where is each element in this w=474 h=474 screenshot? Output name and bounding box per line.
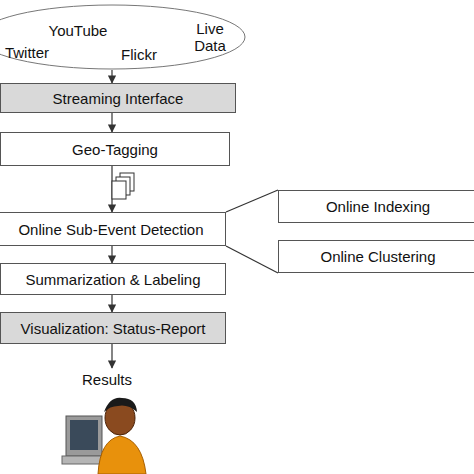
source-ellipse: Twitter YouTubeFlickr Live Data bbox=[0, 4, 246, 70]
subprocess-box: Online Clustering bbox=[278, 240, 474, 273]
box-label: Visualization: Status-Report bbox=[21, 320, 206, 337]
flow-connector bbox=[111, 70, 112, 83]
box-label: Online Sub-Event Detection bbox=[18, 221, 203, 238]
process-box: Online Sub-Event Detection bbox=[0, 212, 226, 246]
source-name: Live Data bbox=[190, 20, 230, 54]
source-name: Flickr bbox=[114, 46, 164, 63]
process-box: Streaming Interface bbox=[0, 83, 236, 113]
flow-connector bbox=[111, 246, 112, 263]
subprocess-box: Online Indexing bbox=[278, 190, 474, 223]
box-label: Streaming Interface bbox=[53, 90, 184, 107]
results-arrow bbox=[112, 344, 113, 368]
output-label: Results bbox=[82, 371, 132, 388]
flow-connector bbox=[111, 295, 112, 312]
process-box: Geo-Tagging bbox=[0, 132, 230, 166]
source-name: YouTube bbox=[42, 22, 114, 39]
box-label: Online Clustering bbox=[320, 248, 435, 265]
process-box: Summarization & Labeling bbox=[0, 263, 226, 295]
flow-connector bbox=[111, 113, 112, 132]
box-label: Summarization & Labeling bbox=[25, 271, 200, 288]
user-at-computer-icon bbox=[62, 398, 146, 474]
flow-connector bbox=[226, 190, 278, 212]
stacked-pages-icon bbox=[112, 173, 134, 199]
flow-connector bbox=[111, 166, 112, 212]
box-label: Online Indexing bbox=[326, 198, 430, 215]
output-box: Visualization: Status-Report bbox=[0, 312, 226, 344]
source-name: Twitter bbox=[2, 44, 52, 61]
box-label: Geo-Tagging bbox=[72, 141, 158, 158]
flow-connector bbox=[226, 246, 278, 273]
